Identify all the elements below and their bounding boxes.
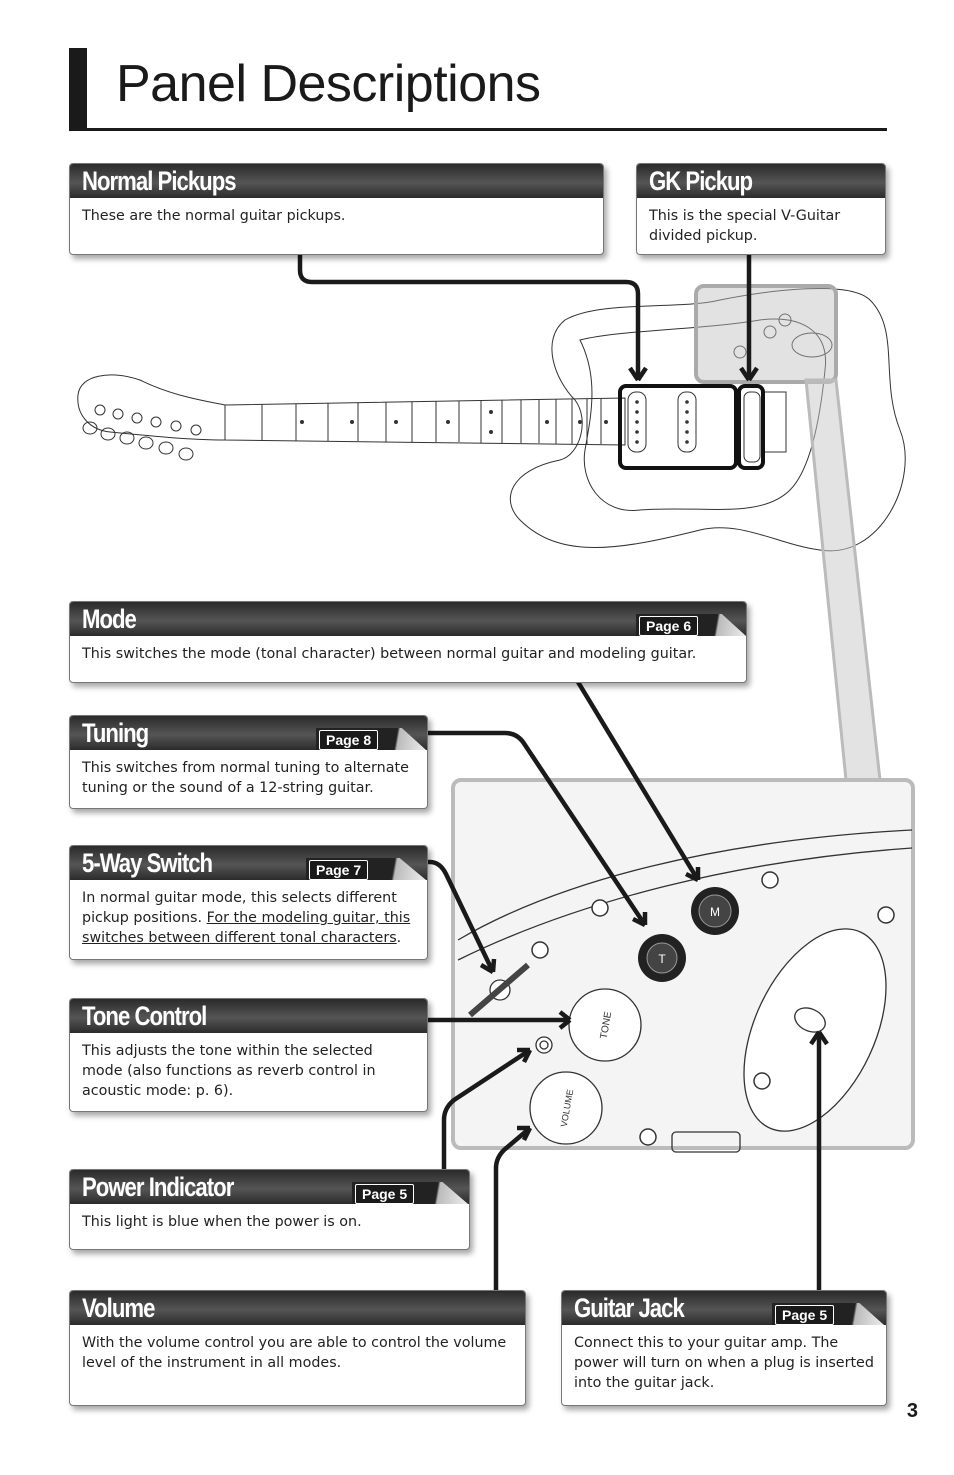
title-accent-bar: [69, 48, 87, 131]
box-text-underlined: For the modeling guitar, this switches b…: [82, 910, 411, 946]
box-header: Normal Pickups: [70, 164, 603, 198]
box-header: GK Pickup: [637, 164, 885, 198]
gk-pickup-highlight: [737, 384, 765, 470]
tuning-knob-label: T: [658, 952, 666, 966]
box-text: This switches from normal tuning to alte…: [82, 760, 409, 796]
gk-pickup-box: GK Pickup This is the special V-Guitar d…: [636, 163, 886, 255]
box-text: Connect this to your guitar amp. The pow…: [574, 1335, 874, 1391]
page-reference-label: Page 6: [639, 616, 699, 636]
page-reference-tag[interactable]: Page 5: [772, 1303, 884, 1325]
normal-pickups-highlight: [618, 384, 738, 470]
box-title: Volume: [82, 1293, 155, 1323]
box-header: 5-Way Switch Page 7: [70, 846, 427, 880]
box-text: In normal guitar mode, this selects diff…: [70, 880, 427, 948]
box-header: Volume: [70, 1291, 525, 1325]
volume-box: Volume With the volume control you are a…: [69, 1290, 526, 1406]
page-reference-tag[interactable]: Page 6: [636, 614, 746, 636]
mode-box: Mode Page 6 This switches the mode (tona…: [69, 601, 747, 683]
box-title: 5-Way Switch: [82, 848, 213, 878]
box-text: This switches the mode (tonal character)…: [82, 646, 697, 662]
box-header: Tuning Page 8: [70, 716, 427, 750]
mode-knob-label: M: [710, 905, 720, 919]
page-reference-tag[interactable]: Page 5: [352, 1182, 468, 1204]
five-way-switch-box: 5-Way Switch Page 7 In normal guitar mod…: [69, 845, 428, 960]
box-header: Tone Control: [70, 999, 427, 1033]
normal-pickups-box: Normal Pickups These are the normal guit…: [69, 163, 604, 255]
box-header: Power Indicator Page 5: [70, 1170, 469, 1204]
box-text: This light is blue when the power is on.: [82, 1214, 362, 1230]
box-header: Guitar Jack Page 5: [562, 1291, 886, 1325]
page-reference-label: Page 5: [355, 1184, 415, 1204]
title-underline: [69, 128, 887, 131]
mode-knob: [691, 887, 739, 935]
screw-icons: [531, 871, 895, 1146]
callout-lines: [297, 254, 829, 1290]
box-title: GK Pickup: [649, 166, 753, 196]
box-text: With the volume control you are able to …: [82, 1335, 507, 1371]
box-title: Tuning: [82, 718, 149, 748]
tone-control-box: Tone Control This adjusts the tone withi…: [69, 998, 428, 1112]
page-title: Panel Descriptions: [116, 55, 541, 113]
tuning-box: Tuning Page 8 This switches from normal …: [69, 715, 428, 809]
box-text: This is the special V-Guitar divided pic…: [649, 208, 841, 244]
guitar-jack-box: Guitar Jack Page 5 Connect this to your …: [561, 1290, 887, 1406]
box-title: Tone Control: [82, 1001, 207, 1031]
box-text: These are the normal guitar pickups.: [82, 208, 346, 224]
page-reference-label: Page 7: [309, 860, 369, 880]
box-title: Power Indicator: [82, 1172, 234, 1202]
box-title: Guitar Jack: [574, 1293, 685, 1323]
page-reference-label: Page 5: [775, 1305, 835, 1325]
box-header: Mode Page 6: [70, 602, 746, 636]
page-reference-tag[interactable]: Page 7: [306, 858, 426, 880]
tuning-knob: [638, 934, 686, 982]
box-text-end: .: [396, 930, 402, 946]
page-reference-label: Page 8: [319, 730, 379, 750]
power-indicator-box: Power Indicator Page 5 This light is blu…: [69, 1169, 470, 1250]
zoom-source-frame: [694, 284, 838, 384]
box-text-plain: In normal guitar mode, this selects diff…: [82, 890, 397, 926]
box-title: Normal Pickups: [82, 166, 237, 196]
box-text: This adjusts the tone within the selecte…: [82, 1043, 376, 1099]
box-title: Mode: [82, 604, 137, 634]
page-number: 3: [906, 1400, 918, 1422]
tone-knob-label: TONE: [599, 1010, 615, 1039]
page-reference-tag[interactable]: Page 8: [316, 728, 426, 750]
